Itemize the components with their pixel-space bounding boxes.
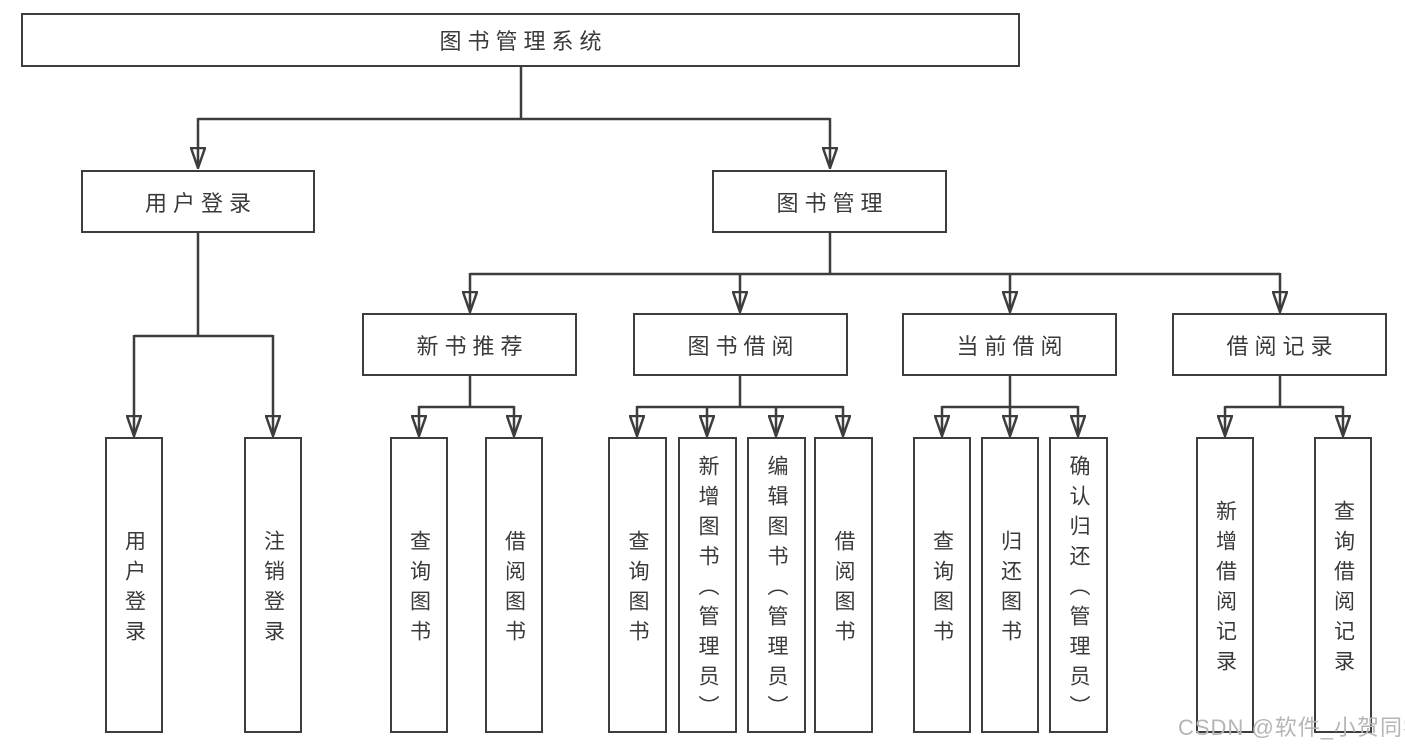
node-leaf-add-borrow-record: 新增借阅记录 xyxy=(1196,437,1254,733)
node-leaf-recommend-query-book-label: 查询图书 xyxy=(407,529,431,650)
node-book-borrow: 图书借阅 xyxy=(633,313,848,376)
node-leaf-recommend-query-book: 查询图书 xyxy=(390,437,448,733)
node-leaf-add-borrow-record-label: 新增借阅记录 xyxy=(1213,499,1237,680)
node-leaf-confirm-return-admin-label: 确认归还（管理员） xyxy=(1067,454,1090,725)
node-leaf-current-query-book-label: 查询图书 xyxy=(930,529,954,650)
node-leaf-current-query-book: 查询图书 xyxy=(913,437,971,733)
node-leaf-recommend-borrow-book: 借阅图书 xyxy=(485,437,543,733)
node-leaf-query-borrow-record: 查询借阅记录 xyxy=(1314,437,1372,733)
node-root-label: 图书管理系统 xyxy=(439,29,608,54)
node-leaf-add-book-admin-label: 新增图书（管理员） xyxy=(696,454,719,725)
node-leaf-borrow-lend-book: 借阅图书 xyxy=(814,437,873,733)
node-leaf-add-book-admin: 新增图书（管理员） xyxy=(678,437,737,733)
node-leaf-borrow-query-book: 查询图书 xyxy=(608,437,667,733)
node-borrow-record-label: 借阅记录 xyxy=(1226,333,1339,359)
node-leaf-edit-book-admin: 编辑图书（管理员） xyxy=(747,437,806,733)
node-leaf-logout: 注销登录 xyxy=(244,437,302,733)
node-leaf-user-login: 用户登录 xyxy=(105,437,163,733)
node-book-borrow-label: 图书借阅 xyxy=(687,333,800,359)
node-user-login-group: 用户登录 xyxy=(81,170,315,233)
csdn-watermark: CSDN @软件_小贺同学 xyxy=(1178,715,1405,740)
node-leaf-edit-book-admin-label: 编辑图书（管理员） xyxy=(765,454,788,725)
node-current-borrow-label: 当前借阅 xyxy=(956,333,1069,359)
node-leaf-query-borrow-record-label: 查询借阅记录 xyxy=(1331,499,1355,680)
node-new-book-recommend-label: 新书推荐 xyxy=(416,333,529,359)
node-current-borrow: 当前借阅 xyxy=(902,313,1117,376)
node-new-book-recommend: 新书推荐 xyxy=(362,313,577,376)
node-leaf-return-book: 归还图书 xyxy=(981,437,1039,733)
node-root: 图书管理系统 xyxy=(21,13,1020,67)
node-leaf-logout-label: 注销登录 xyxy=(261,529,285,650)
node-book-manage-group-label: 图书管理 xyxy=(776,190,889,216)
node-leaf-borrow-lend-book-label: 借阅图书 xyxy=(832,529,855,650)
node-leaf-borrow-query-book-label: 查询图书 xyxy=(626,529,649,650)
node-leaf-confirm-return-admin: 确认归还（管理员） xyxy=(1049,437,1108,733)
node-book-manage-group: 图书管理 xyxy=(712,170,947,233)
node-leaf-recommend-borrow-book-label: 借阅图书 xyxy=(502,529,526,650)
node-borrow-record: 借阅记录 xyxy=(1172,313,1387,376)
node-leaf-user-login-label: 用户登录 xyxy=(122,529,146,650)
node-leaf-return-book-label: 归还图书 xyxy=(998,529,1022,650)
node-user-login-group-label: 用户登录 xyxy=(144,190,257,216)
